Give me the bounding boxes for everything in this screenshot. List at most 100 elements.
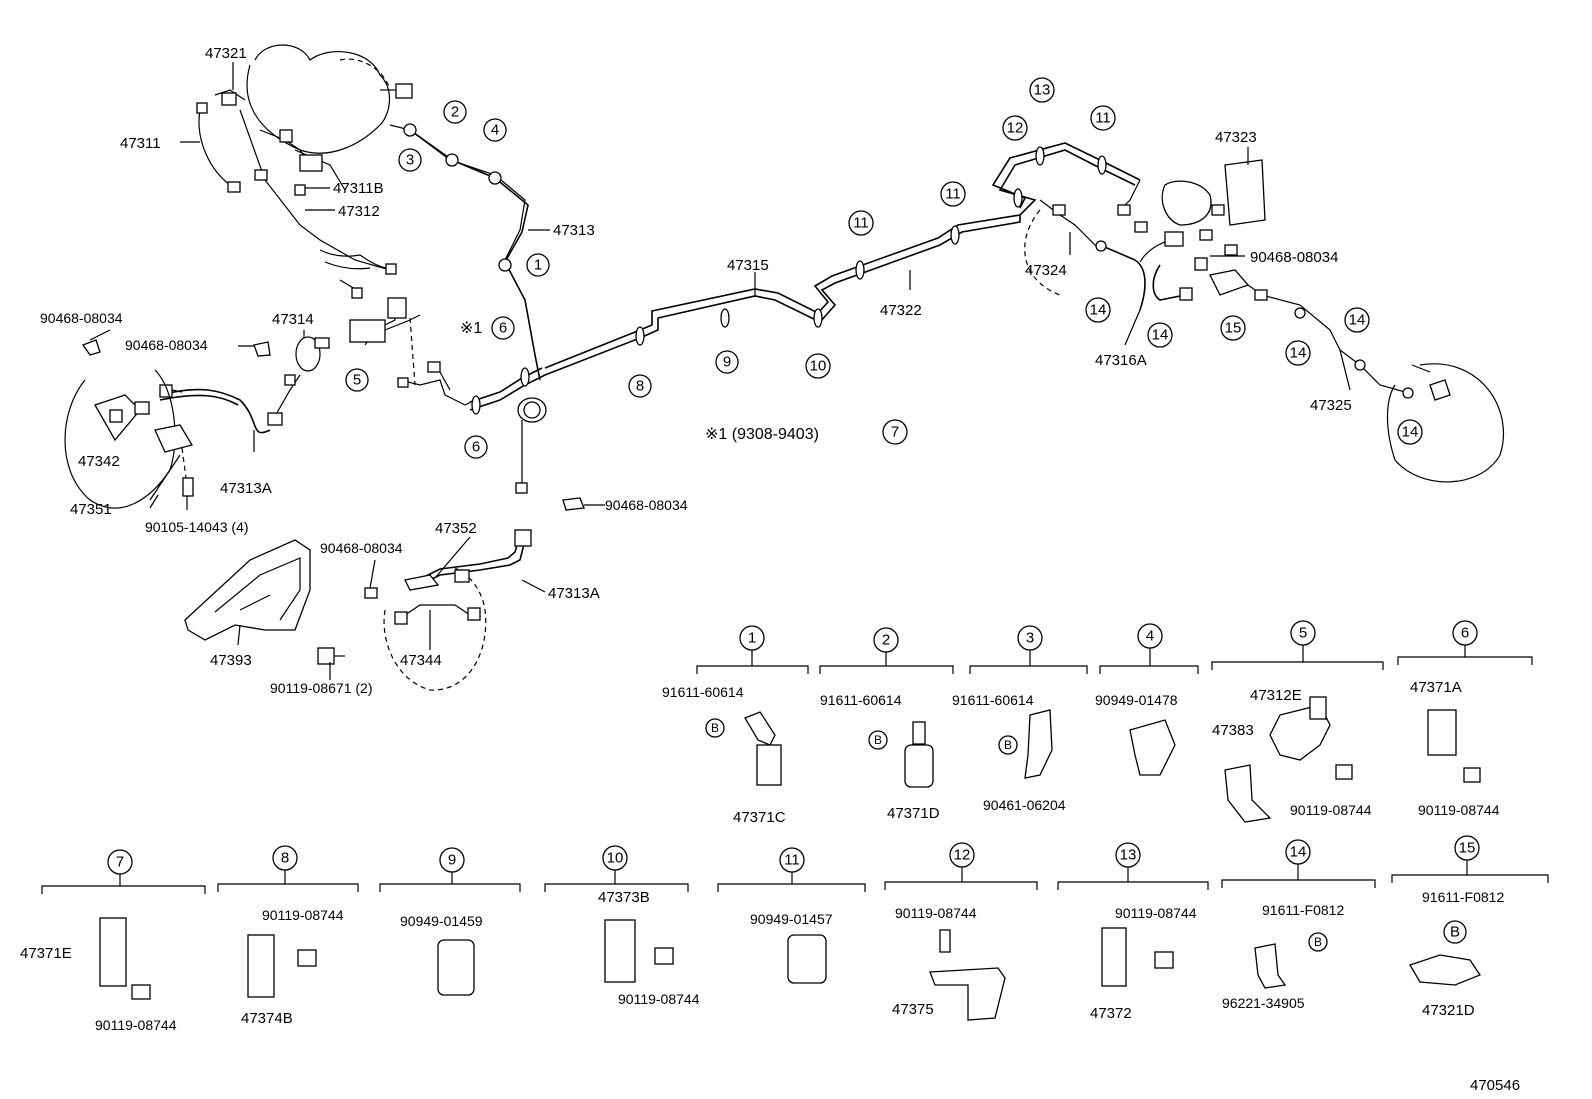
svg-text:14: 14 bbox=[1152, 327, 1169, 344]
svg-text:B: B bbox=[1314, 935, 1322, 949]
route-marker-13: 13 bbox=[1029, 77, 1055, 103]
svg-text:4: 4 bbox=[1146, 628, 1154, 645]
svg-text:90119-08744: 90119-08744 bbox=[95, 1017, 177, 1033]
label-47393: 47393 bbox=[210, 652, 252, 669]
svg-text:7: 7 bbox=[891, 424, 899, 441]
svg-text:14: 14 bbox=[1090, 302, 1107, 319]
svg-text:11: 11 bbox=[853, 215, 869, 232]
route-marker-1: 1 bbox=[526, 253, 550, 277]
route-marker-14e: 14 bbox=[1397, 419, 1423, 445]
label-47321: 47321 bbox=[205, 45, 247, 62]
svg-text:B: B bbox=[711, 721, 719, 735]
inset-group-9: 9 90949-01459 bbox=[379, 847, 521, 996]
inset-group-15: 15 91611-F0812 B 47321D bbox=[1391, 835, 1549, 1019]
svg-text:10: 10 bbox=[810, 358, 827, 375]
svg-text:12: 12 bbox=[1007, 120, 1024, 137]
svg-text:8: 8 bbox=[636, 378, 644, 395]
pipe-47313 bbox=[409, 129, 541, 381]
svg-text:7: 7 bbox=[116, 854, 124, 871]
svg-text:3: 3 bbox=[1026, 630, 1034, 647]
svg-text:90949-01459: 90949-01459 bbox=[400, 913, 483, 929]
bottom-left-brackets bbox=[184, 529, 532, 691]
svg-text:47374B: 47374B bbox=[241, 1010, 293, 1027]
master-cylinder-assembly bbox=[196, 44, 526, 299]
inset-group-13: 13 90119-08744 47372 bbox=[1057, 842, 1209, 1022]
route-marker-8: 8 bbox=[628, 374, 652, 398]
svg-text:47321D: 47321D bbox=[1422, 1002, 1475, 1019]
inset-group-12: 12 90119-08744 47375 bbox=[884, 842, 1038, 1021]
callout-labels: 47321 47311 47311B 47312 47313 47315 473… bbox=[40, 45, 1352, 696]
leader-lines bbox=[89, 62, 1351, 680]
route-marker-5: 5 bbox=[345, 368, 369, 392]
label-47323: 47323 bbox=[1215, 129, 1257, 146]
label-47312: 47312 bbox=[338, 203, 380, 220]
route-marker-11b: 11 bbox=[940, 181, 966, 207]
svg-text:90119-08744: 90119-08744 bbox=[895, 905, 977, 921]
svg-text:4: 4 bbox=[491, 122, 499, 139]
inset-group-1: 1 91611-60614 B 47371C bbox=[662, 625, 809, 826]
inset-group-7: 7 47371E 90119-08744 bbox=[20, 849, 206, 1033]
route-marker-11a: 11 bbox=[848, 210, 874, 236]
svg-text:5: 5 bbox=[353, 372, 361, 389]
svg-text:1: 1 bbox=[748, 630, 756, 647]
svg-text:47373B: 47373B bbox=[598, 889, 650, 906]
svg-text:B: B bbox=[874, 733, 882, 747]
svg-text:47371A: 47371A bbox=[1410, 679, 1462, 696]
route-marker-3: 3 bbox=[398, 148, 422, 172]
svg-text:6: 6 bbox=[472, 439, 480, 456]
label-47324: 47324 bbox=[1025, 262, 1067, 279]
svg-text:5: 5 bbox=[1299, 625, 1307, 642]
svg-text:11: 11 bbox=[1095, 110, 1111, 127]
svg-text:90119-08744: 90119-08744 bbox=[1290, 802, 1372, 818]
route-marker-6a: 6 bbox=[464, 435, 488, 459]
svg-text:6: 6 bbox=[499, 320, 507, 337]
route-marker-7-note: 7 bbox=[882, 419, 908, 445]
label-note: ※1 (9308-9403) bbox=[705, 426, 819, 443]
svg-text:90949-01457: 90949-01457 bbox=[750, 911, 833, 927]
svg-text:15: 15 bbox=[1459, 840, 1476, 857]
inset-group-14: 14 91611-F0812 B 96221-34905 bbox=[1221, 839, 1376, 1011]
label-47352: 47352 bbox=[435, 520, 477, 537]
label-90468-center: 90468-08034 bbox=[605, 497, 688, 513]
svg-text:2: 2 bbox=[451, 104, 459, 121]
svg-text:3: 3 bbox=[406, 152, 414, 169]
svg-text:B: B bbox=[1004, 738, 1012, 752]
svg-text:47372: 47372 bbox=[1090, 1005, 1132, 1022]
pipe-clips bbox=[403, 123, 1414, 415]
inset-group-3: 3 91611-60614 B 90461-06204 bbox=[952, 625, 1088, 813]
label-90468-rear: 90468-08034 bbox=[1250, 249, 1338, 266]
label-90105: 90105-14043 (4) bbox=[145, 519, 249, 535]
route-marker-15: 15 bbox=[1220, 315, 1246, 341]
inset-group-11: 11 90949-01457 bbox=[717, 847, 866, 984]
svg-text:12: 12 bbox=[954, 847, 971, 864]
route-marker-6b: 6 bbox=[491, 316, 515, 340]
label-47344: 47344 bbox=[400, 652, 442, 669]
label-47325: 47325 bbox=[1310, 397, 1352, 414]
label-90468-left-mid: 90468-08034 bbox=[125, 337, 208, 353]
label-47351: 47351 bbox=[70, 501, 112, 518]
label-90468-left-top: 90468-08034 bbox=[40, 310, 123, 326]
label-47315: 47315 bbox=[727, 257, 769, 274]
svg-text:91611-60614: 91611-60614 bbox=[952, 692, 1034, 708]
main-rear-pipe bbox=[544, 142, 1148, 376]
route-marker-11c: 11 bbox=[1090, 105, 1116, 131]
label-47313: 47313 bbox=[553, 222, 595, 239]
svg-text:90119-08744: 90119-08744 bbox=[618, 991, 700, 1007]
route-marker-14d: 14 bbox=[1344, 307, 1370, 333]
inset-group-10: 10 47373B 90119-08744 bbox=[544, 845, 700, 1007]
label-90119-08671: 90119-08671 (2) bbox=[270, 680, 372, 696]
svg-text:13: 13 bbox=[1120, 847, 1137, 864]
svg-text:47312E: 47312E bbox=[1250, 687, 1302, 704]
svg-text:91611-60614: 91611-60614 bbox=[662, 684, 744, 700]
front-pipe-lower bbox=[469, 367, 605, 511]
svg-text:1: 1 bbox=[534, 257, 542, 274]
label-47322: 47322 bbox=[880, 302, 922, 319]
route-marker-14c: 14 bbox=[1285, 340, 1311, 366]
svg-text:47371C: 47371C bbox=[733, 809, 786, 826]
svg-text:90119-08744: 90119-08744 bbox=[262, 907, 344, 923]
diagram-reference-code: 470546 bbox=[1470, 1077, 1520, 1094]
svg-text:B: B bbox=[1450, 924, 1460, 941]
route-marker-10: 10 bbox=[805, 353, 831, 379]
